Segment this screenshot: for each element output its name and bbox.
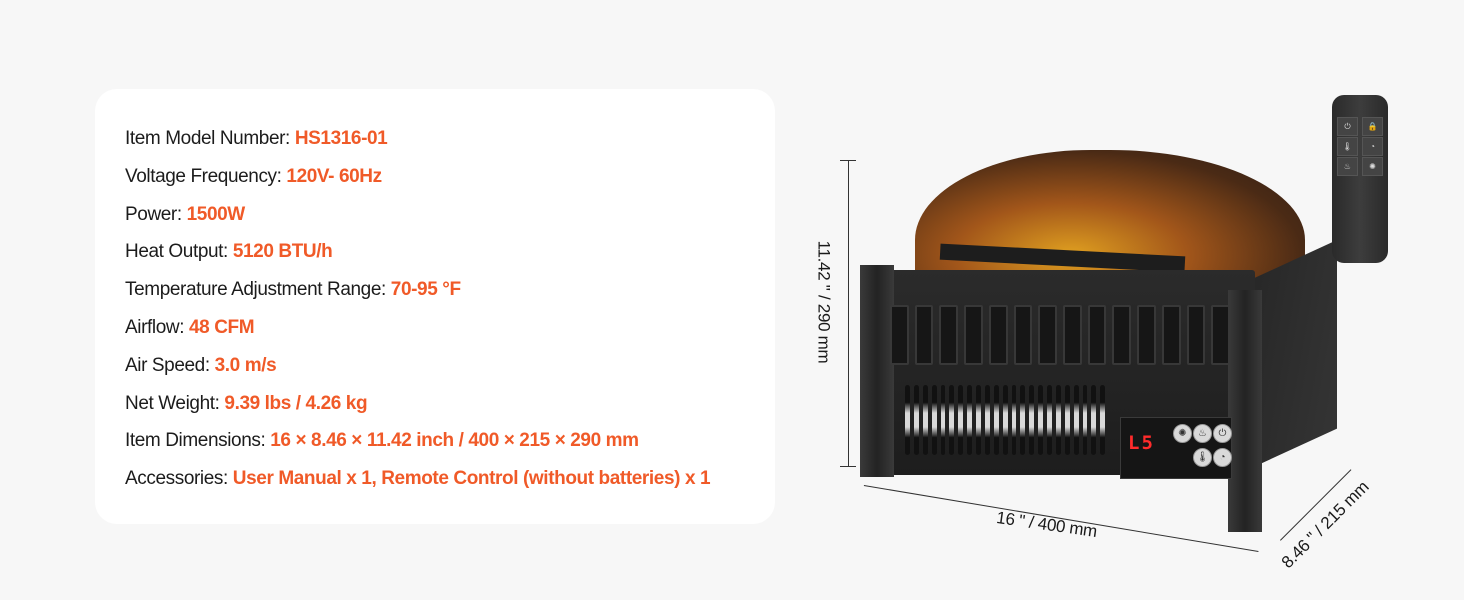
spec-label: Air Speed: xyxy=(125,354,210,376)
brightness-icon[interactable]: ✺ xyxy=(1362,157,1383,176)
spec-label: Item Dimensions: xyxy=(125,430,266,452)
timer-icon[interactable]: ◔ xyxy=(1213,448,1232,467)
height-dimension-line xyxy=(848,160,849,467)
spec-list: Item Model Number: HS1316-01 Voltage Fre… xyxy=(125,125,711,503)
spec-label: Heat Output: xyxy=(125,241,228,263)
spec-row-model-number: Item Model Number: HS1316-01 xyxy=(125,125,710,163)
depth-dimension-label: 8.46 " / 215 mm xyxy=(1277,477,1373,573)
product-illustration: 11.42 " / 290 mm L5 ✺ ♨ ⏻ 🌡 ◔ ⏻ 🔒 🌡 ◔ ♨ … xyxy=(800,80,1464,600)
width-dimension-label: 16 " / 400 mm xyxy=(995,508,1099,541)
flame-icon[interactable]: ♨ xyxy=(1193,424,1212,443)
spec-value: 9.39 lbs / 4.26 kg xyxy=(224,392,368,414)
remote-control: ⏻ 🔒 🌡 ◔ ♨ ✺ xyxy=(1332,95,1388,263)
spec-label: Voltage Frequency: xyxy=(125,165,282,187)
spec-value: 3.0 m/s xyxy=(214,354,277,376)
spec-row-power: Power: 1500W xyxy=(125,201,710,239)
brightness-icon[interactable]: ✺ xyxy=(1173,424,1192,443)
spec-label: Temperature Adjustment Range: xyxy=(125,279,386,301)
spec-value: HS1316-01 xyxy=(294,128,388,149)
heater-vent xyxy=(905,385,1106,455)
spec-value: User Manual x 1, Remote Control (without… xyxy=(232,468,711,490)
side-panel xyxy=(1247,240,1337,470)
flame-icon[interactable]: ♨ xyxy=(1337,157,1358,176)
control-panel: L5 ✺ ♨ ⏻ 🌡 ◔ xyxy=(1120,417,1232,479)
led-display: L5 xyxy=(1128,432,1155,454)
left-post xyxy=(860,265,894,477)
height-dimension-label: 11.42 " / 290 mm xyxy=(814,240,834,364)
spec-row-temperature-range: Temperature Adjustment Range: 70-95 °F xyxy=(125,276,710,314)
spec-value: 1500W xyxy=(186,203,246,225)
spec-row-voltage-frequency: Voltage Frequency: 120V- 60Hz xyxy=(125,163,710,201)
spec-value: 16 × 8.46 × 11.42 inch / 400 × 215 × 290… xyxy=(270,430,639,452)
spec-label: Item Model Number: xyxy=(125,128,290,149)
spec-card: Item Model Number: HS1316-01 Voltage Fre… xyxy=(95,89,775,524)
spec-value: 5120 BTU/h xyxy=(232,241,333,263)
spec-value: 120V- 60Hz xyxy=(286,165,382,187)
spec-row-air-speed: Air Speed: 3.0 m/s xyxy=(125,352,710,390)
power-icon[interactable]: ⏻ xyxy=(1337,117,1358,136)
thermometer-icon[interactable]: 🌡 xyxy=(1193,448,1212,467)
spec-row-item-dimensions: Item Dimensions: 16 × 8.46 × 11.42 inch … xyxy=(125,427,710,465)
spec-row-airflow: Airflow: 48 CFM xyxy=(125,314,710,352)
spec-label: Accessories: xyxy=(125,468,228,490)
lock-icon[interactable]: 🔒 xyxy=(1362,117,1383,136)
spec-label: Net Weight: xyxy=(125,392,220,414)
height-dimension-tick-top xyxy=(840,160,856,161)
right-post xyxy=(1228,290,1262,532)
spec-label: Power: xyxy=(125,203,182,225)
spec-value: 48 CFM xyxy=(188,316,255,338)
height-dimension-tick-bottom xyxy=(840,466,856,467)
spec-row-heat-output: Heat Output: 5120 BTU/h xyxy=(125,238,710,276)
thermometer-icon[interactable]: 🌡 xyxy=(1337,137,1358,156)
power-icon[interactable]: ⏻ xyxy=(1213,424,1232,443)
spec-row-net-weight: Net Weight: 9.39 lbs / 4.26 kg xyxy=(125,390,710,428)
spec-value: 70-95 °F xyxy=(390,279,461,301)
timer-icon[interactable]: ◔ xyxy=(1362,137,1383,156)
spec-label: Airflow: xyxy=(125,316,185,338)
front-grill xyxy=(890,305,1231,365)
spec-row-accessories: Accessories: User Manual x 1, Remote Con… xyxy=(125,465,711,503)
